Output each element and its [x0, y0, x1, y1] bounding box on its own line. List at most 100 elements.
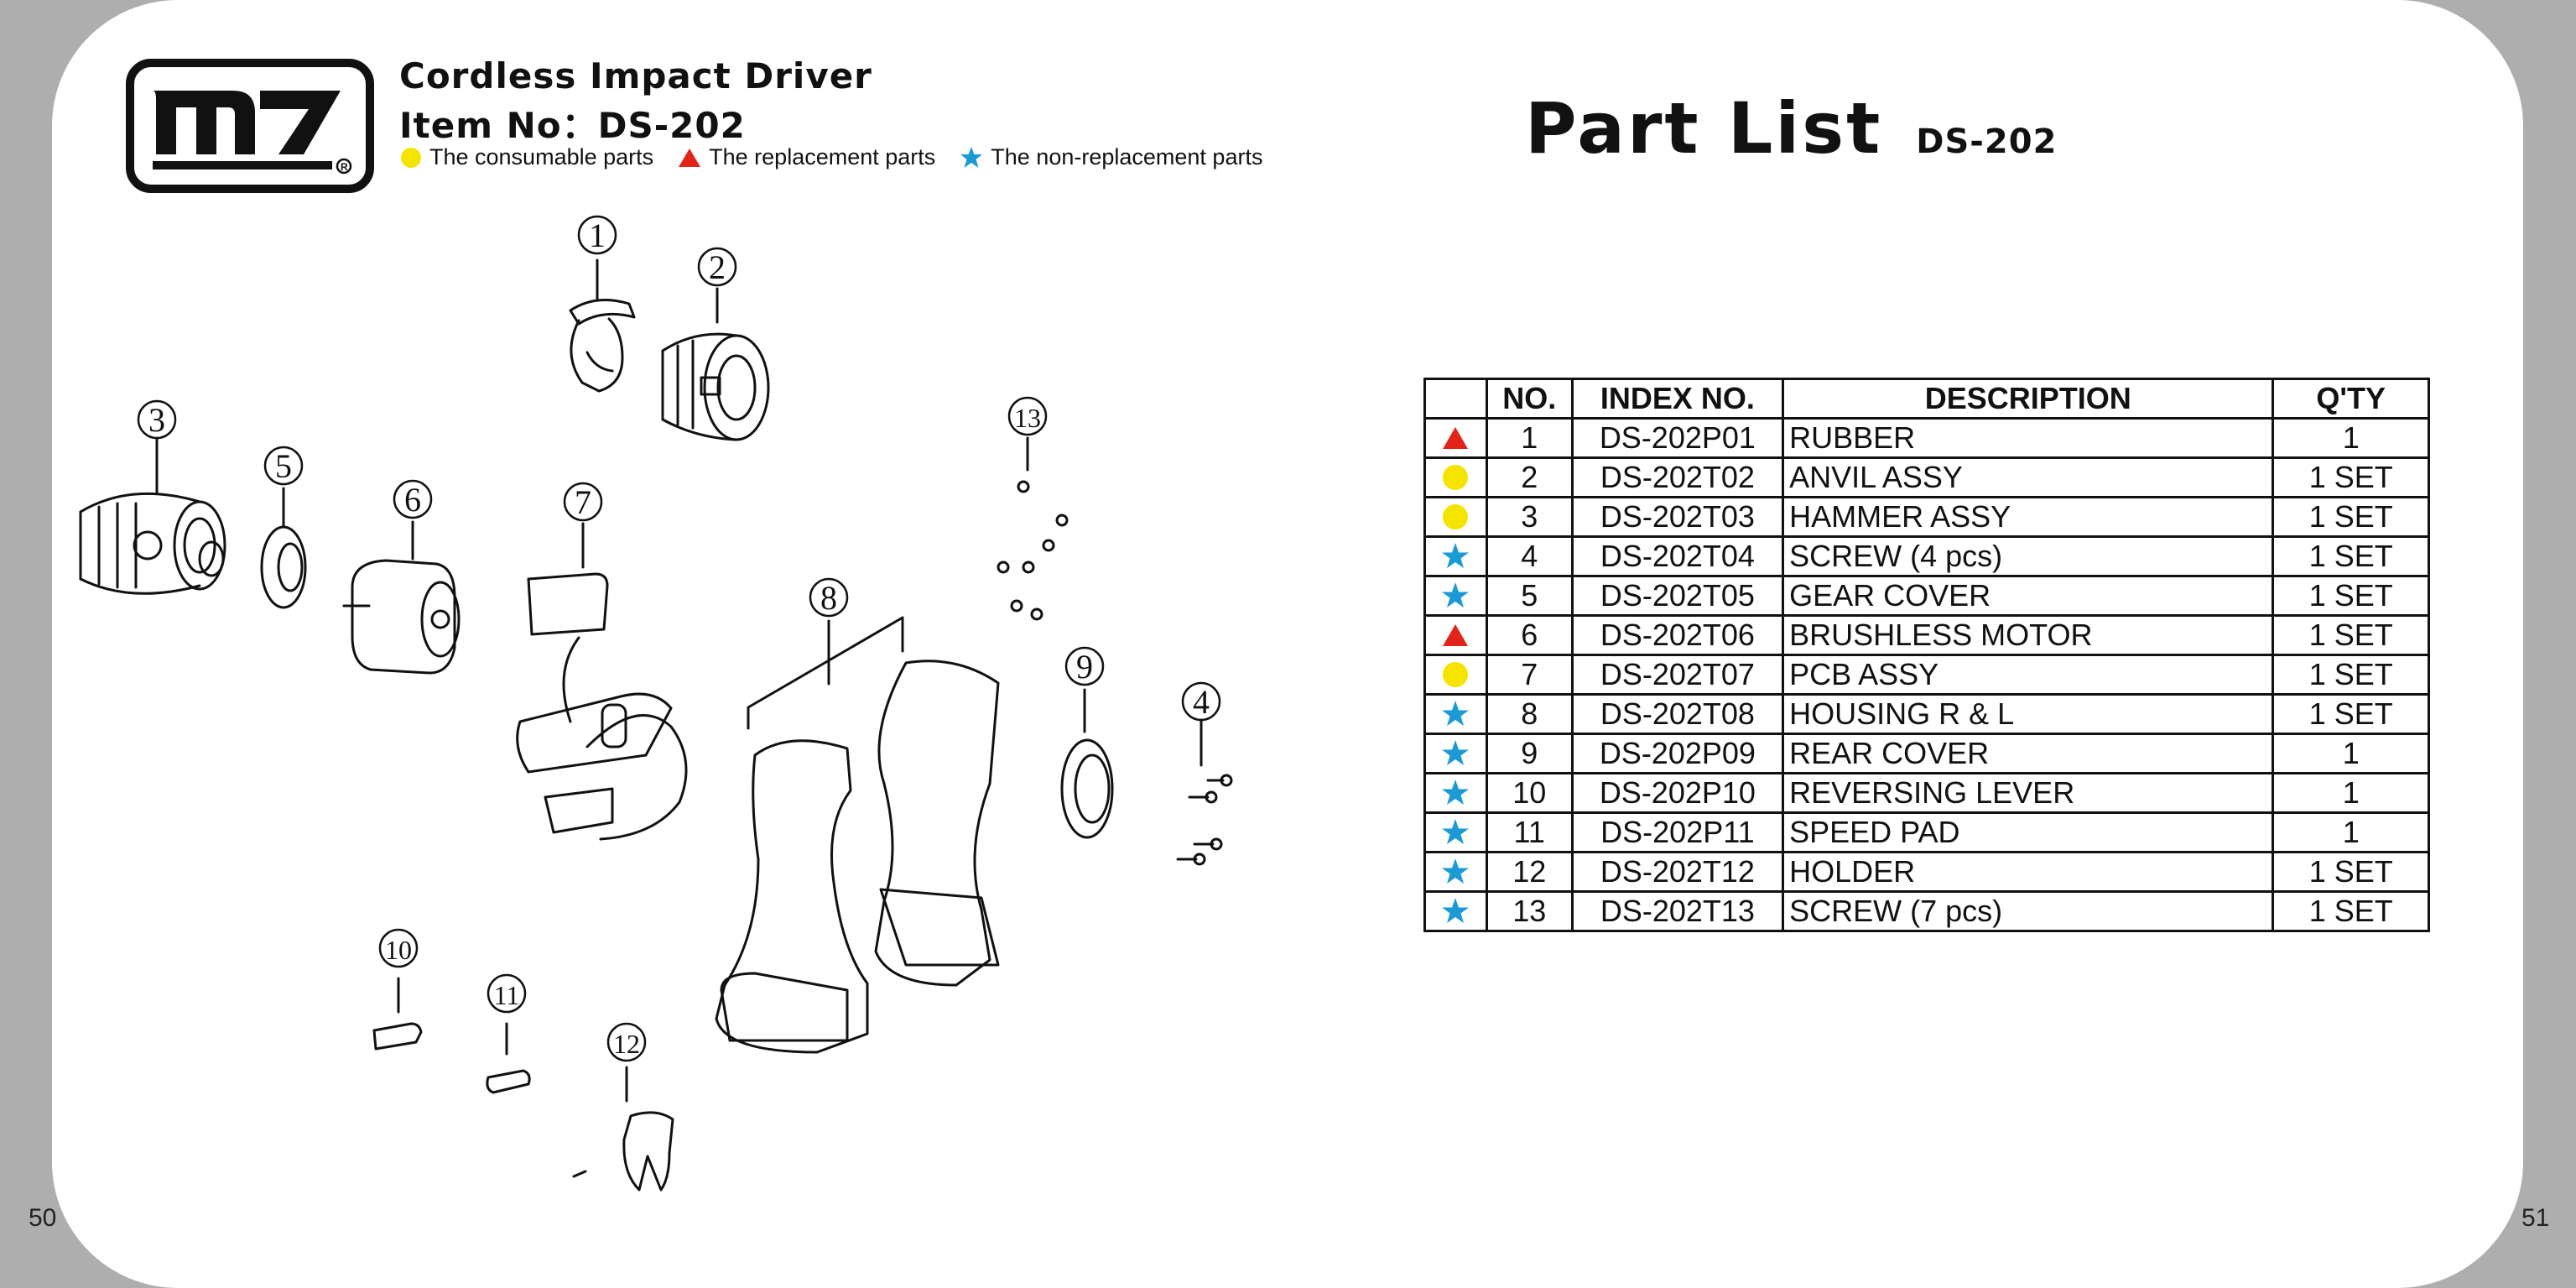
row-description: REAR COVER: [1782, 733, 2275, 774]
blue-star-icon: [1442, 819, 1470, 844]
legend-label: The consumable parts: [429, 144, 654, 169]
page-number-left: 50: [29, 1204, 57, 1232]
blue-star-icon: [1442, 701, 1470, 726]
row-symbol: [1423, 851, 1488, 893]
callout-3: 3: [148, 401, 165, 439]
yellow-circle-icon: [1443, 662, 1469, 687]
row-qty: 1 SET: [2272, 456, 2430, 498]
row-no: 13: [1485, 890, 1574, 932]
row-qty: 1 SET: [2272, 851, 2430, 893]
legend-label: The non-replacement parts: [991, 144, 1263, 169]
row-index-no: DS-202T02: [1570, 456, 1785, 498]
blue-star-icon: [1442, 858, 1470, 884]
page-number-right: 51: [2521, 1204, 2550, 1232]
row-index-no: DS-202T06: [1570, 614, 1785, 656]
row-description: REVERSING LEVER: [1782, 772, 2275, 814]
row-qty: 1: [2272, 417, 2430, 459]
callout-6: 6: [404, 481, 421, 519]
callout-13: 13: [1014, 403, 1041, 433]
row-qty: 1 SET: [2272, 575, 2430, 617]
row-qty: 1 SET: [2272, 496, 2430, 538]
callout-2: 2: [709, 248, 726, 286]
row-description: SPEED PAD: [1782, 811, 2275, 853]
table-header-row: NO. INDEX NO. DESCRIPTION Q'TY: [1423, 378, 2430, 420]
row-symbol: [1423, 456, 1488, 498]
row-symbol: [1423, 693, 1488, 735]
row-no: 4: [1485, 535, 1574, 577]
svg-text:R: R: [341, 161, 348, 173]
row-description: HAMMER ASSY: [1782, 496, 2275, 538]
callout-12: 12: [613, 1029, 640, 1059]
legend-non-replacement: The non-replacement parts: [959, 144, 1262, 170]
row-no: 6: [1485, 614, 1574, 656]
item-number: Item No：DS-202: [399, 105, 746, 146]
col-description: DESCRIPTION: [1782, 378, 2275, 420]
yellow-circle-icon: [1443, 504, 1469, 529]
row-qty: 1 SET: [2272, 890, 2430, 932]
legend-consumable: The consumable parts: [399, 144, 653, 170]
row-index-no: DS-202P10: [1570, 772, 1785, 814]
row-index-no: DS-202P11: [1570, 811, 1785, 853]
part-list-model: DS-202: [1916, 123, 2058, 161]
row-index-no: DS-202T03: [1570, 496, 1785, 538]
row-description: ANVIL ASSY: [1782, 456, 2275, 498]
row-symbol: [1423, 811, 1488, 853]
row-symbol: [1423, 417, 1488, 459]
row-no: 9: [1485, 733, 1574, 774]
row-qty: 1: [2272, 772, 2430, 814]
row-description: BRUSHLESS MOTOR: [1782, 614, 2275, 656]
row-description: SCREW (4 pcs): [1782, 535, 2275, 577]
row-symbol: [1423, 733, 1488, 774]
row-index-no: DS-202T04: [1570, 535, 1785, 577]
col-index-no: INDEX NO.: [1570, 378, 1785, 420]
row-index-no: DS-202T05: [1570, 575, 1785, 617]
callout-1: 1: [589, 216, 606, 254]
row-qty: 1: [2272, 811, 2430, 853]
col-no: NO.: [1485, 378, 1574, 420]
row-index-no: DS-202P09: [1570, 733, 1785, 774]
blue-star-icon: [1442, 740, 1470, 765]
callout-5: 5: [275, 447, 292, 485]
product-title: Cordless Impact Driver: [399, 55, 872, 96]
row-index-no: DS-202P01: [1570, 417, 1785, 459]
row-symbol: [1423, 535, 1488, 577]
row-no: 11: [1485, 811, 1574, 853]
legend-label: The replacement parts: [709, 144, 936, 169]
red-triangle-icon: [679, 148, 701, 167]
yellow-circle-icon: [401, 147, 421, 168]
row-no: 7: [1485, 654, 1574, 696]
callout-7: 7: [575, 483, 591, 521]
row-symbol: [1423, 890, 1488, 932]
row-no: 8: [1485, 693, 1574, 735]
blue-star-icon: [1442, 582, 1470, 607]
row-qty: 1 SET: [2272, 535, 2430, 577]
callout-9: 9: [1076, 648, 1093, 686]
yellow-circle-icon: [1443, 465, 1469, 490]
legend-replacement: The replacement parts: [677, 144, 935, 170]
row-no: 12: [1485, 851, 1574, 893]
row-qty: 1 SET: [2272, 654, 2430, 696]
row-symbol: [1423, 772, 1488, 814]
brand-logo: R: [126, 59, 374, 193]
row-index-no: DS-202T08: [1570, 693, 1785, 735]
row-qty: 1 SET: [2272, 614, 2430, 656]
callout-8: 8: [820, 579, 837, 617]
row-symbol: [1423, 496, 1488, 538]
row-index-no: DS-202T07: [1570, 654, 1785, 696]
row-no: 10: [1485, 772, 1574, 814]
callout-4: 4: [1193, 683, 1210, 721]
